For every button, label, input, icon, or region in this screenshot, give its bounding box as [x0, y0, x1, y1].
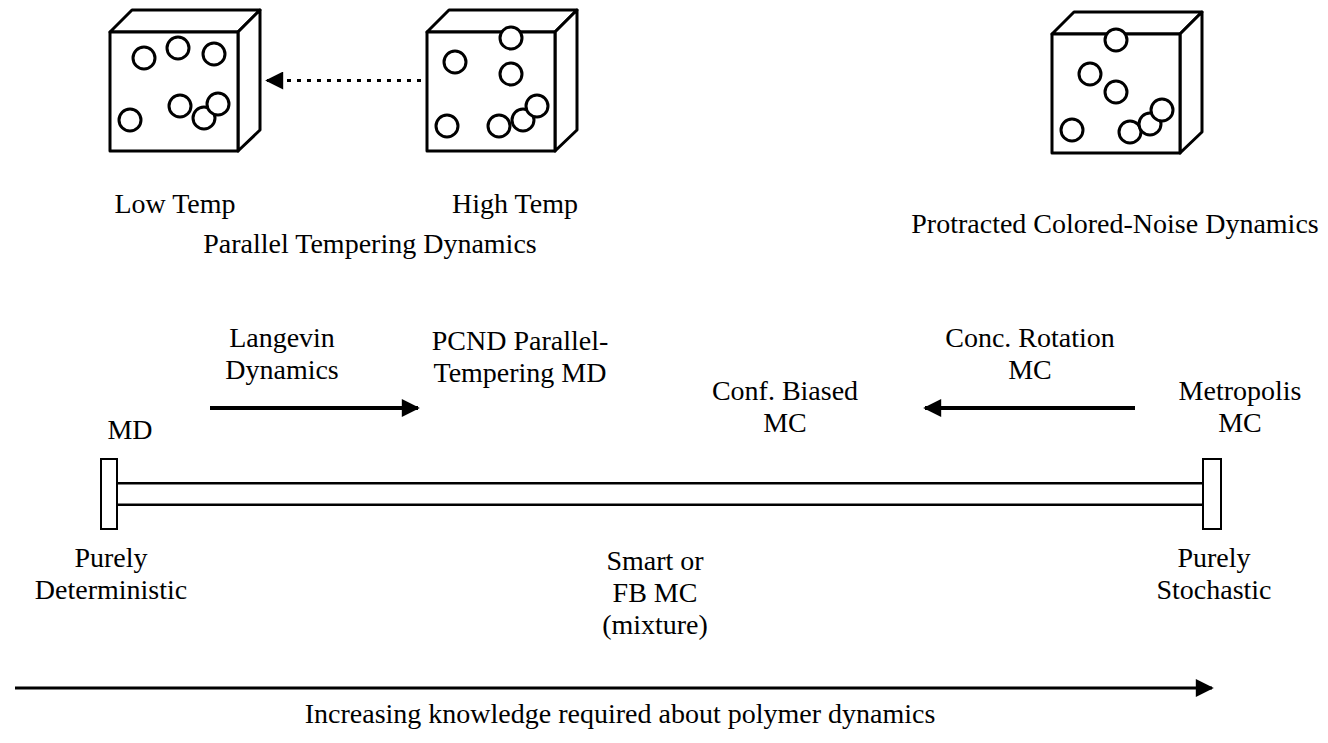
method-label: Smart or FB MC (mixture) [590, 545, 720, 641]
particle [1079, 63, 1101, 85]
tempering-arrow [267, 80, 421, 81]
particle [1105, 29, 1127, 51]
particle-box: High Temp [425, 8, 580, 153]
node-label: Low Temp [114, 188, 235, 220]
particle [167, 37, 189, 59]
particle [500, 63, 522, 85]
end-marker-box: Purely Stochastic [1202, 458, 1222, 530]
node-label: Protracted Colored-Noise Dynamics [911, 208, 1318, 240]
cube-top [1052, 12, 1202, 34]
particle [436, 115, 458, 137]
method-label: Metropolis MC [1179, 375, 1302, 439]
node-label: High Temp [452, 188, 578, 220]
node-label: Purely Stochastic [1156, 542, 1271, 606]
cube-outline [425, 8, 580, 153]
cube-outline [108, 8, 263, 153]
particle [203, 43, 225, 65]
method-label: PCND Parallel-Tempering MD [425, 325, 615, 389]
particle [526, 95, 548, 117]
cube-top [427, 10, 577, 32]
particle [488, 115, 510, 137]
cube-front [110, 32, 238, 151]
particle [500, 27, 522, 49]
dashed-arrow [267, 79, 421, 82]
method-label: MD [107, 414, 152, 446]
cube-front [427, 32, 555, 151]
particle [119, 109, 141, 131]
direction-arrow [210, 406, 418, 410]
particle [1151, 99, 1173, 121]
cube-side [238, 10, 260, 151]
particle-box: Low Temp [108, 8, 263, 153]
method-label: Increasing knowledge required about poly… [305, 698, 936, 730]
cube-side [1180, 12, 1202, 153]
particle [207, 93, 229, 115]
cube-top [110, 10, 260, 32]
method-label: Parallel Tempering Dynamics [203, 228, 536, 260]
knowledge-arrow [15, 687, 1212, 690]
cube-side [555, 10, 577, 151]
method-label: Langevin Dynamics [225, 322, 339, 386]
node-label: Purely Deterministic [35, 542, 187, 606]
spectrum-bar [116, 494, 1204, 495]
particle [444, 51, 466, 73]
particle [1061, 119, 1083, 141]
particle [169, 95, 191, 117]
particle-box: Protracted Colored-Noise Dynamics [1050, 10, 1205, 155]
method-label: Conc. Rotation MC [923, 322, 1138, 386]
method-label: Conf. Biased MC [698, 375, 873, 439]
bar-outline [116, 482, 1204, 506]
particle [133, 47, 155, 69]
end-marker-box: Purely Deterministic [100, 458, 118, 530]
particle [1105, 81, 1127, 103]
cube-outline [1050, 10, 1205, 155]
bar-inner [116, 485, 1204, 504]
direction-arrow [925, 406, 1135, 410]
